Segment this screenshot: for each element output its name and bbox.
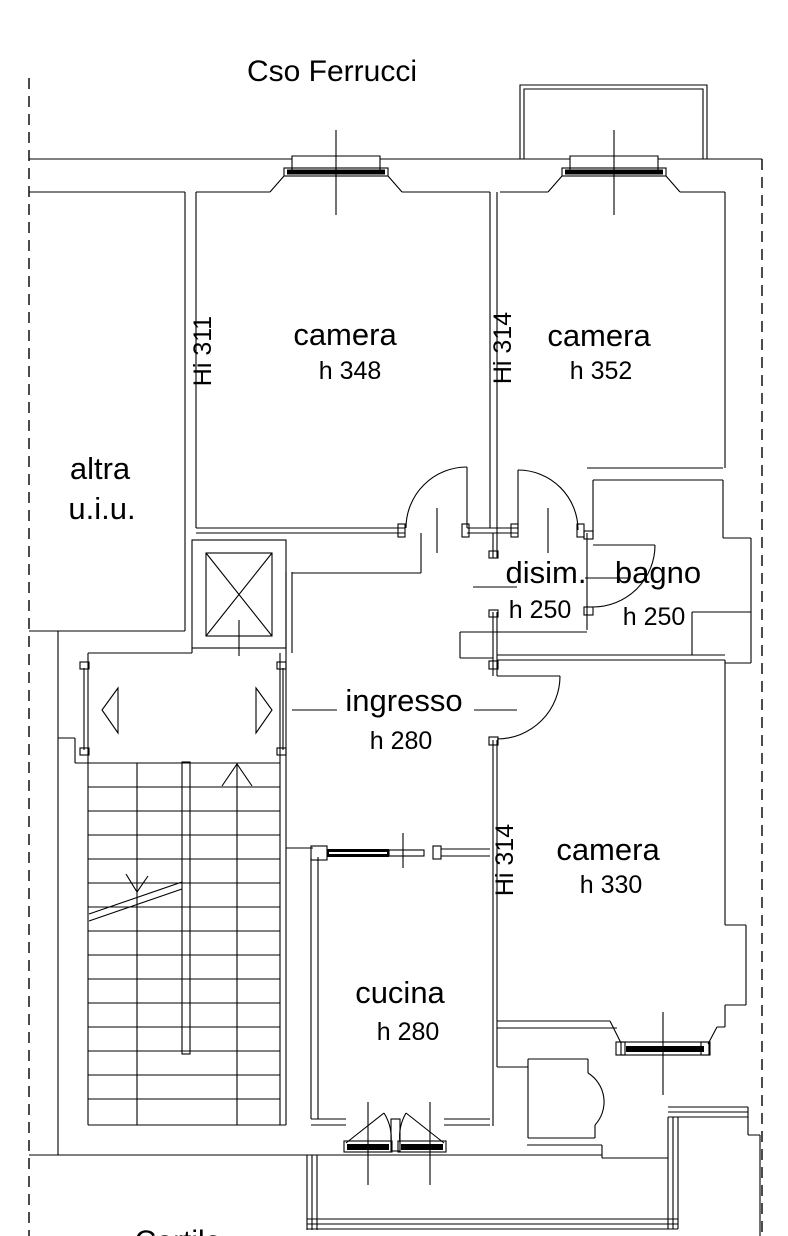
- facade-walls: [29, 158, 762, 193]
- camera-nw-label: camera: [293, 317, 397, 352]
- bagno-label: bagno: [615, 555, 701, 590]
- room-bagno: bagno h 250: [585, 480, 752, 663]
- camera-se-label: camera: [556, 832, 660, 867]
- camera-ne-label: camera: [547, 318, 651, 353]
- landing-door-triangle-right: [255, 686, 273, 735]
- balcony-door-south: [497, 1058, 668, 1159]
- boundary-dashed-lines: [28, 78, 763, 1236]
- cucina-label: cucina: [355, 975, 445, 1010]
- camera-nw-height: h 348: [319, 357, 382, 385]
- camera-se-wall-note: Hi 314: [491, 824, 519, 896]
- door-camera-ne: [517, 469, 579, 553]
- stair-handrail: [181, 761, 191, 1055]
- french-door-cucina-left: [343, 1102, 393, 1185]
- room-camera-ne: camera h 352 Hi 314: [489, 192, 726, 553]
- camera-ne-wall-note: Hi 314: [489, 312, 517, 384]
- room-camera-nw: camera h 348 Hi 311: [189, 192, 518, 553]
- camera-se-height: h 330: [580, 871, 643, 899]
- stairs: [57, 631, 287, 1155]
- french-door-cucina-right: [397, 1102, 447, 1185]
- balcony-top: [519, 84, 708, 159]
- door-ingresso-camera: [496, 675, 561, 740]
- stair-cut-line: [88, 881, 183, 922]
- stair-landing: [58, 648, 287, 764]
- ingresso-height: h 280: [370, 727, 433, 755]
- landing-door-triangle-left: [101, 686, 119, 735]
- room-camera-se: camera h 330 Hi 314: [491, 654, 751, 1126]
- door-bagno: [585, 544, 656, 608]
- altra-uiu-label-line1: altra: [70, 451, 131, 486]
- room-ingresso: ingresso h 280: [285, 533, 561, 755]
- courtyard-label: Cortile: [135, 1225, 222, 1236]
- sliding-door-cucina: [310, 833, 442, 868]
- door-camera-nw: [405, 466, 468, 553]
- stair-up-arrow: [221, 763, 253, 787]
- camera-nw-wall-note: Hi 311: [189, 316, 217, 386]
- elevator: [191, 539, 287, 656]
- ingresso-label: ingresso: [345, 683, 462, 718]
- altra-uiu-label-line2: u.i.u.: [68, 491, 135, 526]
- window-symbol-ne: [547, 130, 681, 215]
- cucina-height: h 280: [377, 1018, 440, 1046]
- room-disimpegno: disim. h 250: [459, 480, 594, 659]
- disimpegno-height: h 250: [509, 596, 572, 624]
- room-cucina: cucina h 280: [286, 833, 490, 1185]
- window-symbol-se: [615, 1012, 711, 1095]
- window-symbol-nw: [269, 130, 403, 215]
- street-title: Cso Ferrucci: [247, 55, 417, 88]
- disimpegno-label: disim.: [506, 555, 587, 590]
- bagno-height: h 250: [623, 603, 686, 631]
- camera-ne-height: h 352: [570, 357, 633, 385]
- room-altra-uiu: altra u.i.u.: [29, 192, 197, 632]
- balcony-bottom: [29, 1106, 761, 1236]
